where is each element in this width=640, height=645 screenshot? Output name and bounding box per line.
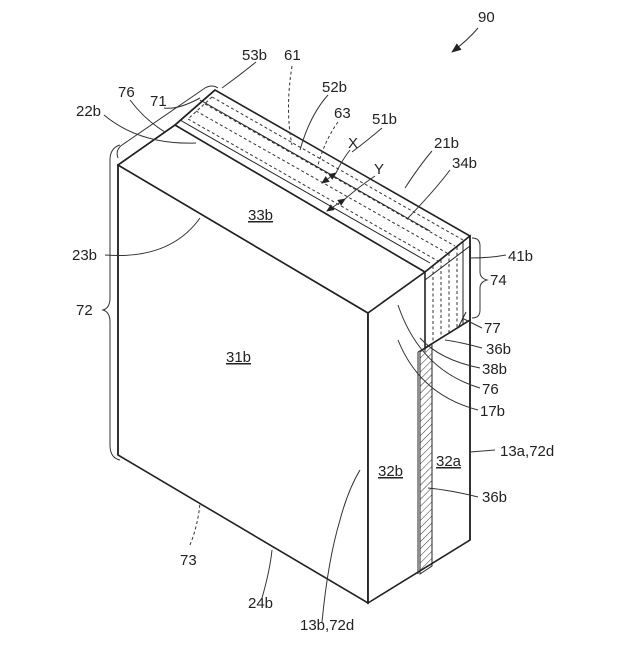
ref-90-arrow (452, 28, 478, 52)
label-52b: 52b (322, 79, 347, 96)
label-17b: 17b (480, 403, 505, 420)
label-77: 77 (484, 320, 501, 337)
label-76-mid: 76 (482, 381, 499, 398)
label-13b-72d: 13b,72d (300, 617, 354, 634)
label-21b: 21b (434, 135, 459, 152)
label-71: 71 (150, 93, 167, 110)
label-23b: 23b (72, 247, 97, 264)
label-63: 63 (334, 105, 351, 122)
label-90: 90 (478, 9, 495, 26)
label-74: 74 (490, 272, 507, 289)
label-32b: 32b (378, 463, 403, 480)
label-34b: 34b (452, 155, 477, 172)
label-22b: 22b (76, 103, 101, 120)
label-24b: 24b (248, 595, 273, 612)
label-33b: 33b (248, 207, 273, 224)
bracket-74 (472, 238, 487, 318)
label-53b: 53b (242, 47, 267, 64)
label-36b-top: 36b (486, 341, 511, 358)
label-31b: 31b (226, 349, 251, 366)
label-76-top: 76 (118, 84, 135, 101)
label-13a-72d: 13a,72d (500, 443, 554, 460)
label-41b: 41b (508, 248, 533, 265)
label-73: 73 (180, 552, 197, 569)
label-61: 61 (284, 47, 301, 64)
label-51b: 51b (372, 111, 397, 128)
label-36b-bottom: 36b (482, 489, 507, 506)
label-x: X (348, 135, 358, 152)
label-38b: 38b (482, 361, 507, 378)
label-32a: 32a (436, 453, 462, 470)
label-y: Y (374, 161, 384, 178)
label-72: 72 (76, 302, 93, 319)
